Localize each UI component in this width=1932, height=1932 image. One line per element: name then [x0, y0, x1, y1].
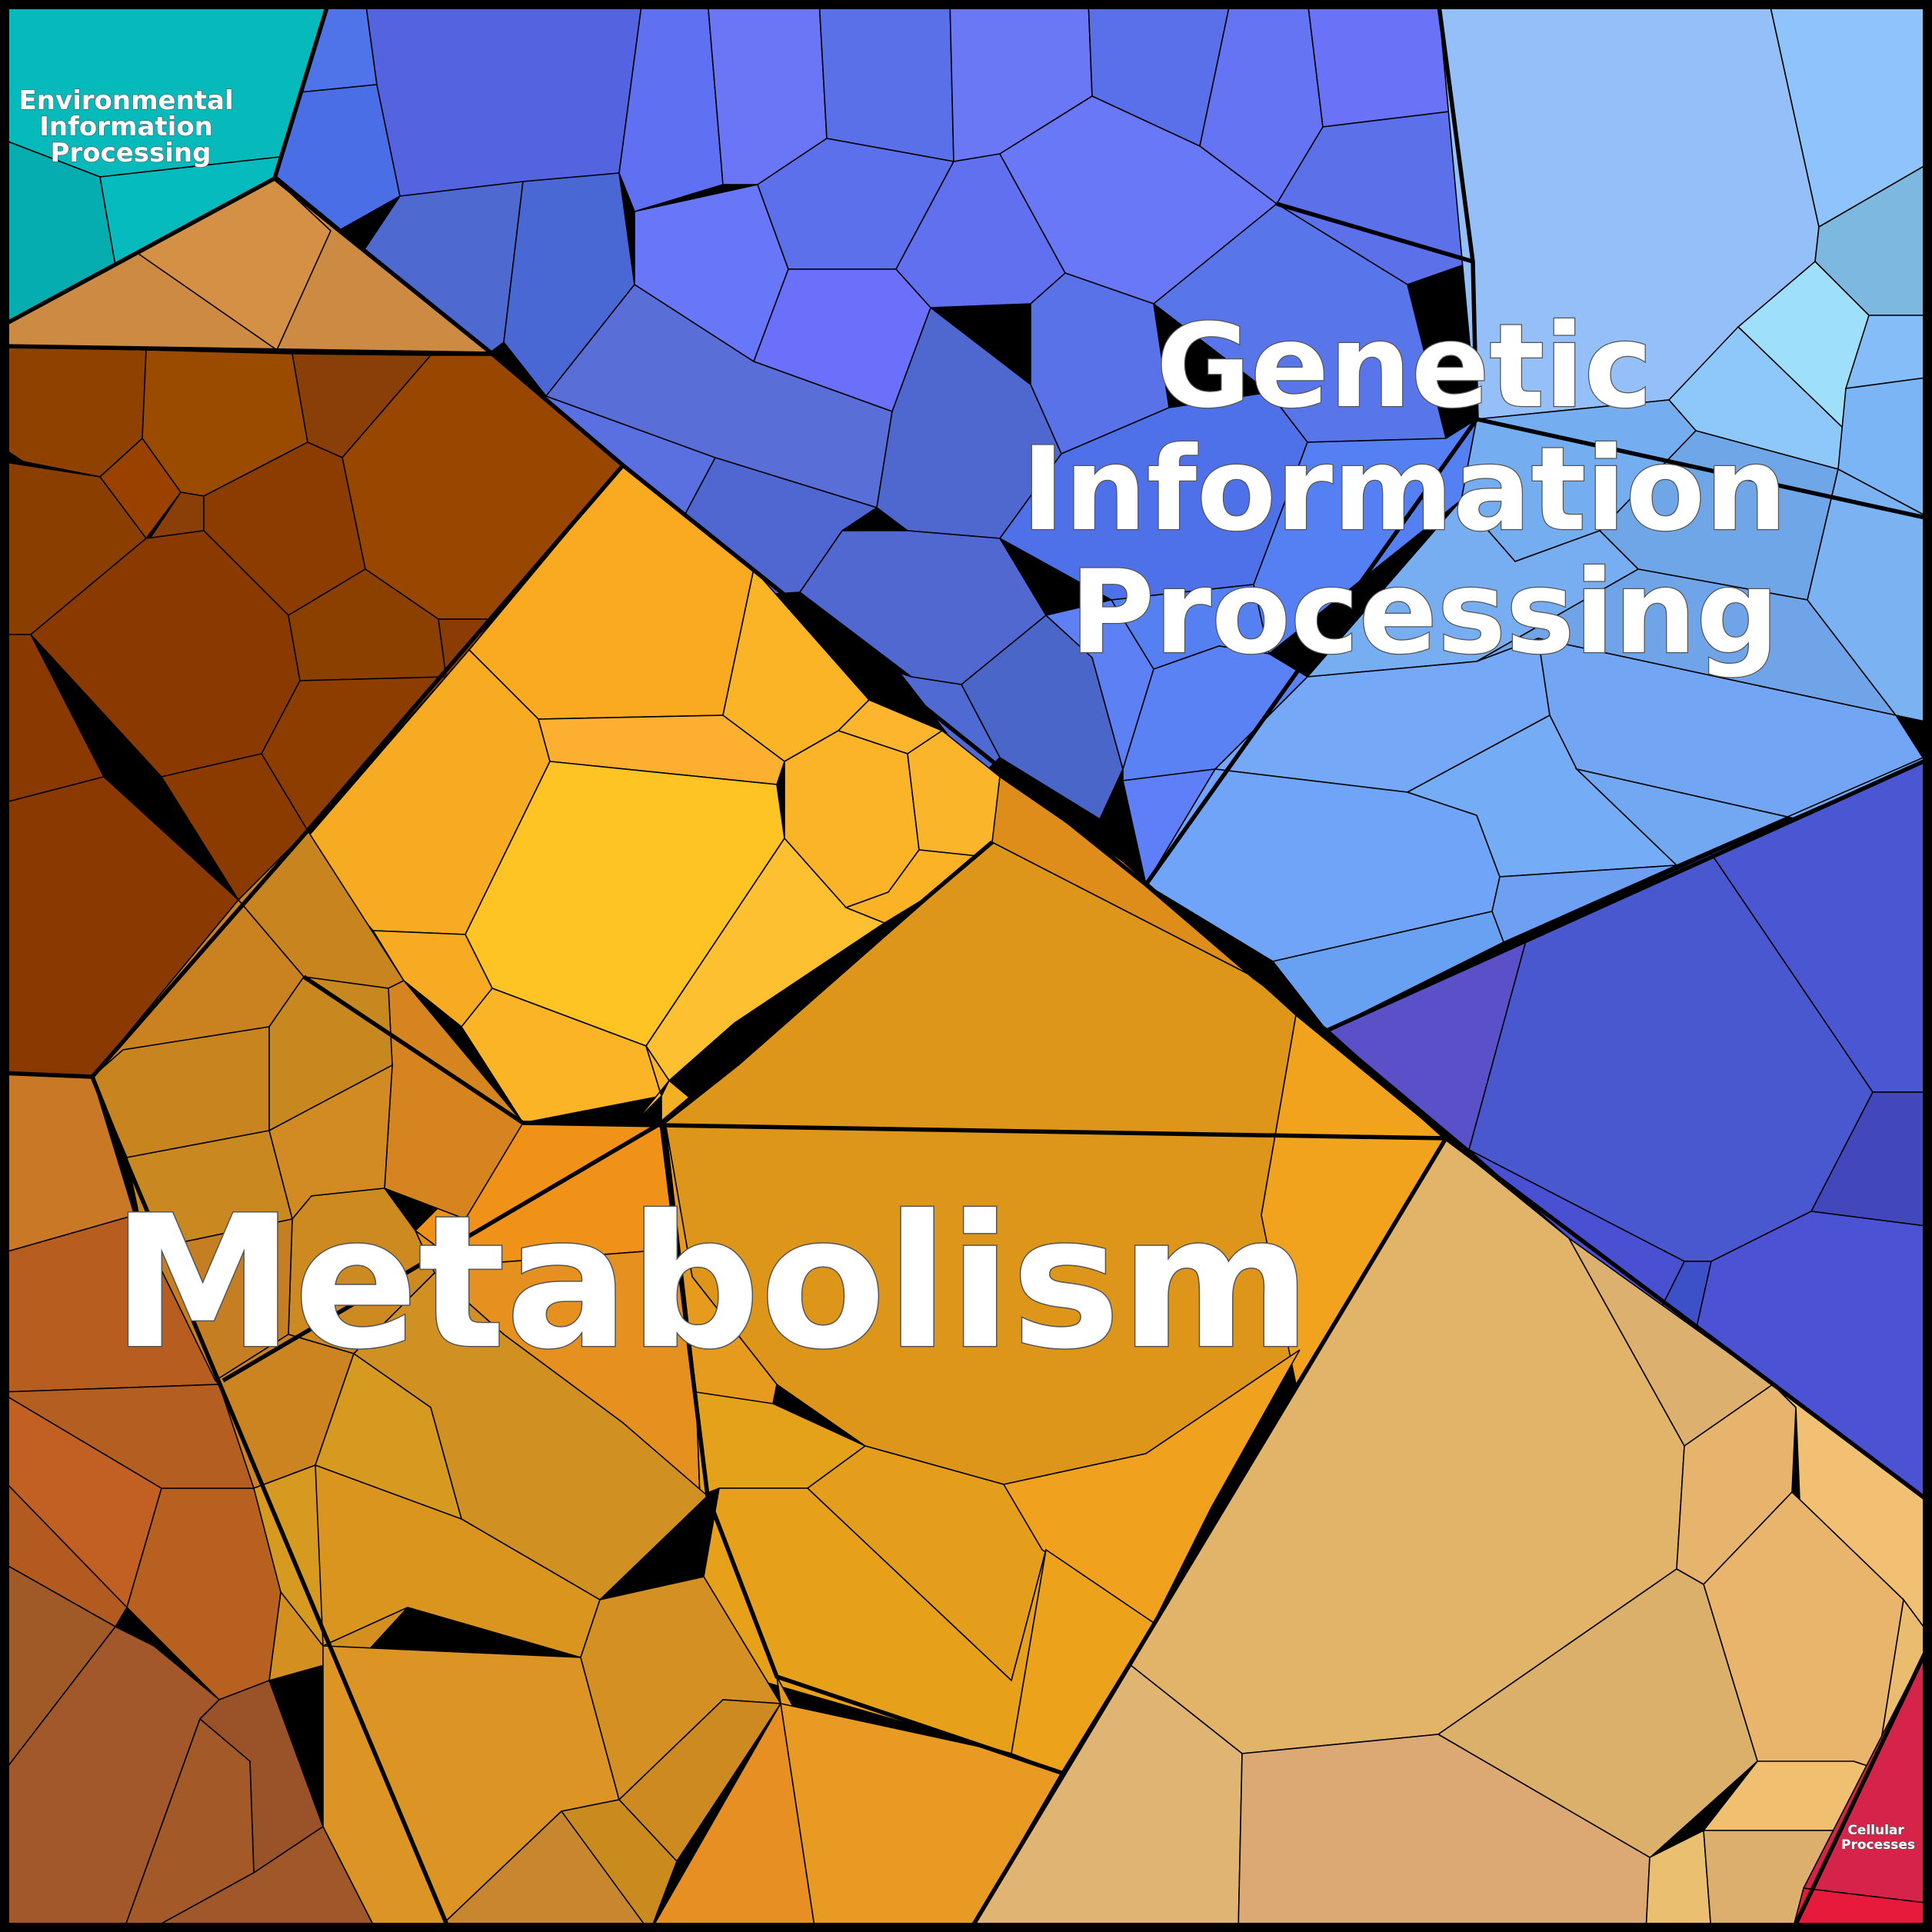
label-environmental-information-processing: Environmental Information Processing [19, 85, 243, 168]
cell [1645, 1829, 1712, 1932]
cell [145, 1825, 378, 1932]
label-environmental-line2: Information [39, 112, 213, 142]
label-environmental-line1: Environmental [19, 85, 234, 116]
cell [1275, 111, 1474, 285]
label-genetic-line1: Genetic [1156, 300, 1652, 434]
cell [1807, 468, 1932, 724]
label-genetic-line2: Information [1021, 423, 1787, 557]
cell [360, 181, 524, 355]
region-metabolism [0, 176, 1932, 1932]
cell [618, 0, 724, 212]
label-cellular-line2: Processes [1841, 1837, 1915, 1853]
cell [433, 1810, 651, 1932]
label-cellular-processes: Cellular Processes [1841, 1823, 1915, 1853]
label-genetic-information-processing: Genetic Information Processing [1021, 300, 1827, 680]
cell [0, 1384, 255, 1489]
cell [1810, 1091, 1932, 1227]
label-genetic-line3: Processing [1070, 546, 1779, 680]
label-environmental-line3: Processing [51, 138, 212, 168]
cell [1837, 376, 1932, 520]
cell [1002, 1349, 1301, 1624]
cell [365, 0, 643, 197]
label-cellular-line1: Cellular [1847, 1823, 1904, 1838]
cell [661, 1079, 694, 1124]
region-environmental-information-processing [0, 0, 330, 328]
cell [818, 0, 954, 162]
cell [1307, 0, 1451, 128]
cell [1791, 1887, 1932, 1932]
cell [537, 715, 785, 785]
cell [649, 1701, 816, 1932]
cell [1844, 315, 1932, 389]
cell [1271, 911, 1505, 1032]
cell [991, 775, 1254, 978]
cell [844, 849, 994, 924]
cell [1768, 0, 1932, 228]
region-genetic-information-processing [274, 0, 1932, 1504]
label-metabolism: Metabolism [112, 1177, 1311, 1390]
